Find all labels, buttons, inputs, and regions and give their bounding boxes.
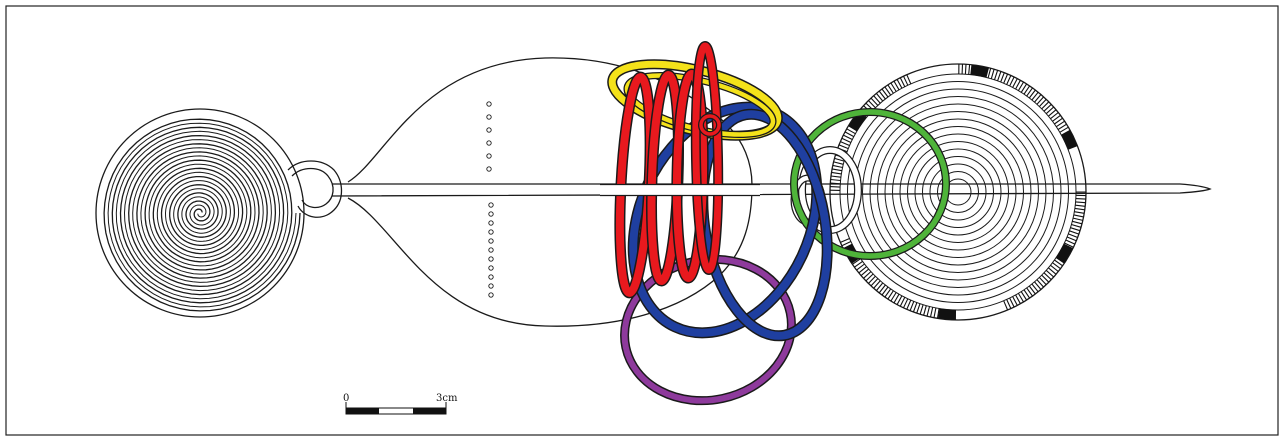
right-disc-ring-line <box>869 103 1047 281</box>
left-disc-spiral-line <box>103 118 301 312</box>
right-disc-ring-line <box>899 133 1017 251</box>
right-disc-border-block <box>1061 129 1078 150</box>
plate-hole <box>488 220 494 226</box>
plate-hole <box>486 114 492 120</box>
plate-hole <box>488 274 494 280</box>
right-disc-border-block <box>1055 243 1073 264</box>
right-disc-ring-line <box>877 111 1039 273</box>
plate-hole <box>486 153 492 159</box>
right-disc-ring-line <box>884 118 1032 266</box>
scale-end-label: 3cm <box>436 393 458 404</box>
right-disc-ring-line <box>847 81 1069 303</box>
plate-hole <box>486 127 492 133</box>
pin-shaft-front <box>600 185 760 195</box>
right-disc-ring-line <box>922 156 994 228</box>
pin-shaft <box>331 183 1212 197</box>
plate-hole <box>486 101 492 107</box>
scale-bar: 0 3cm <box>343 393 458 415</box>
plate-hole <box>488 247 494 253</box>
scale-start-label: 0 <box>343 393 349 404</box>
green-ring <box>790 108 950 260</box>
right-disc-ring-line <box>854 88 1062 296</box>
right-disc-ring-line <box>862 96 1054 288</box>
right-disc-ring-line <box>892 126 1024 258</box>
plate-hole <box>486 140 492 146</box>
plate-hole <box>488 202 494 208</box>
plate-hole <box>488 265 494 271</box>
blue-rings <box>627 101 833 342</box>
plate-hole <box>488 229 494 235</box>
plate-hole <box>486 166 492 172</box>
figure-frame <box>5 5 1279 436</box>
right-disc-border-block <box>970 64 989 78</box>
right-disc-hatched-border <box>829 63 1087 321</box>
left-disc-loop <box>287 160 343 218</box>
right-disc-ring-line <box>907 141 1009 243</box>
right-disc-hatching <box>829 63 1087 321</box>
right-disc-ring-line <box>914 148 1002 236</box>
plate-hole <box>488 211 494 217</box>
right-disc-border-block <box>938 308 956 320</box>
right-disc-ring-line <box>937 171 979 213</box>
plate-hole <box>488 238 494 244</box>
plate-hole <box>488 283 494 289</box>
left-spiral-disc <box>95 108 305 318</box>
plate-hole <box>488 256 494 262</box>
plate-hole <box>488 292 494 298</box>
left-disc-spiral-inner-line <box>107 122 297 308</box>
right-disc-ring-line <box>929 163 987 221</box>
